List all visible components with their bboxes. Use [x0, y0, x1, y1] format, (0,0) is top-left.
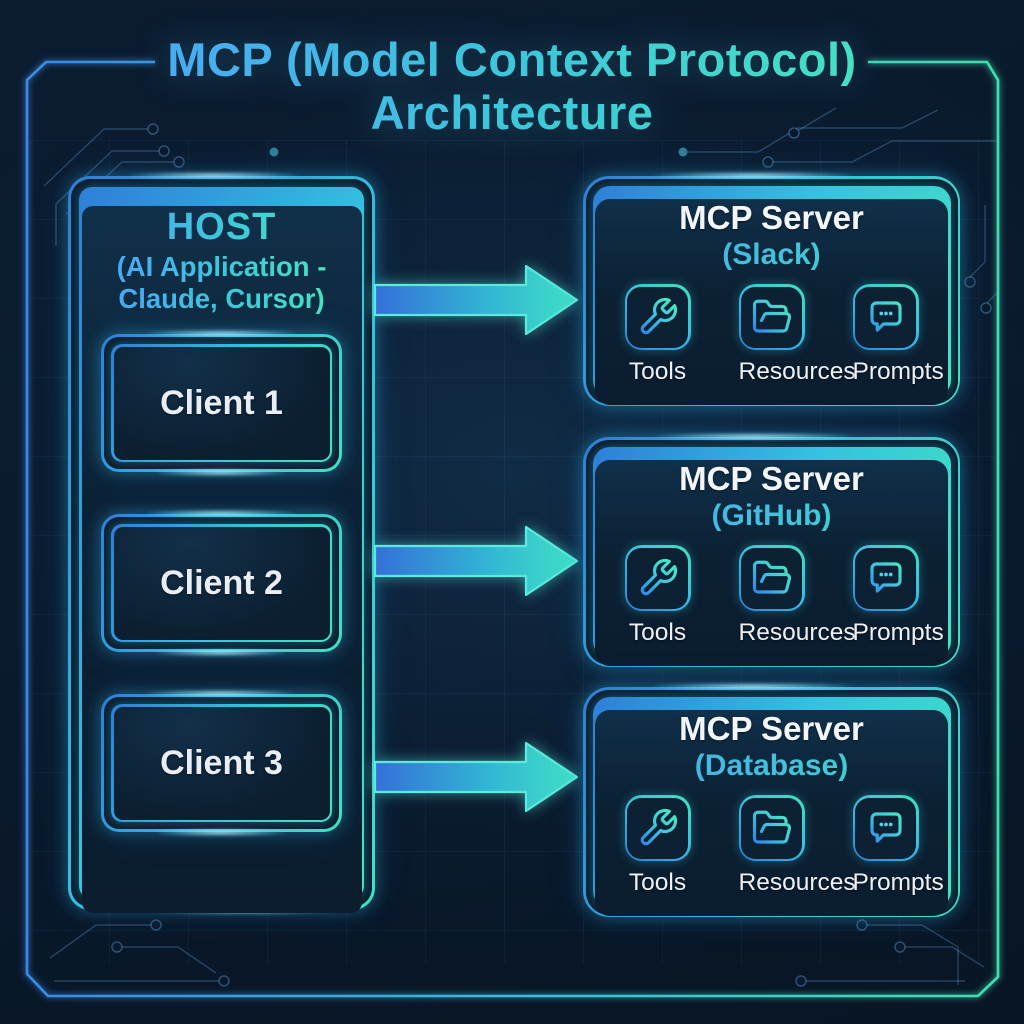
feature-label: Tools — [628, 619, 687, 646]
folder-icon — [751, 296, 793, 338]
folder-icon — [751, 807, 793, 849]
feature-label: Prompts — [852, 619, 944, 646]
chat-bubble-icon — [865, 296, 907, 338]
diagram-title-line2: Architecture — [0, 86, 1024, 139]
tools-tile — [624, 795, 691, 861]
feature-label: Resources — [738, 869, 856, 896]
diagram-title-line1: MCP (Model Context Protocol) — [0, 33, 1024, 86]
feature-prompts: Prompts — [852, 284, 944, 386]
feature-label: Resources — [738, 358, 856, 385]
feature-prompts: Prompts — [852, 795, 944, 897]
feature-label: Prompts — [852, 869, 944, 896]
host-subtitle-line1: (AI Application - — [116, 250, 327, 282]
diagram-title: MCP (Model Context Protocol) Architectur… — [0, 33, 1024, 139]
server-title: MCP Server — [679, 199, 864, 236]
mcp-server-github-box: MCP Server (GitHub) Tools Resources — [583, 433, 960, 667]
client-1-label: Client 1 — [160, 383, 283, 422]
resources-tile — [738, 284, 805, 350]
wrench-icon — [637, 557, 679, 599]
prompts-tile — [852, 795, 919, 861]
arrow-host-to-slack-server — [374, 264, 579, 336]
prompts-tile — [852, 545, 919, 611]
feature-tools: Tools — [624, 795, 691, 897]
feature-label: Tools — [628, 869, 687, 896]
client-1-box: Client 1 — [101, 330, 342, 476]
feature-tools: Tools — [624, 284, 691, 386]
folder-icon — [751, 557, 793, 599]
host-subtitle-line2: Claude, Cursor) — [118, 282, 325, 314]
wrench-icon — [637, 296, 679, 338]
prompts-tile — [852, 284, 919, 350]
host-title: HOST — [82, 206, 362, 249]
host-subtitle: (AI Application - Claude, Cursor) — [82, 251, 362, 316]
client-3-box: Client 3 — [101, 690, 342, 836]
arrow-host-to-database-server — [374, 741, 579, 813]
tools-tile — [624, 284, 691, 350]
feature-resources: Resources — [738, 795, 856, 897]
mcp-server-slack-box: MCP Server (Slack) Tools Resources — [583, 172, 960, 406]
resources-tile — [738, 795, 805, 861]
server-features: Tools Resources Prompts — [595, 795, 948, 897]
feature-tools: Tools — [624, 545, 691, 647]
server-subtitle: (Database) — [595, 749, 948, 783]
feature-resources: Resources — [738, 284, 856, 386]
feature-prompts: Prompts — [852, 545, 944, 647]
server-subtitle: (GitHub) — [595, 499, 948, 533]
mcp-server-database-box: MCP Server (Database) Tools Resources — [583, 683, 960, 917]
chat-bubble-icon — [865, 557, 907, 599]
arrow-host-to-github-server — [374, 525, 579, 597]
resources-tile — [738, 545, 805, 611]
server-title: MCP Server — [679, 460, 864, 497]
client-2-label: Client 2 — [160, 563, 283, 602]
tools-tile — [624, 545, 691, 611]
server-subtitle: (Slack) — [595, 238, 948, 272]
server-title: MCP Server — [679, 710, 864, 747]
feature-label: Prompts — [852, 358, 944, 385]
feature-resources: Resources — [738, 545, 856, 647]
server-features: Tools Resources Prompts — [595, 545, 948, 647]
chat-bubble-icon — [865, 807, 907, 849]
client-2-box: Client 2 — [101, 510, 342, 656]
feature-label: Resources — [738, 619, 856, 646]
feature-label: Tools — [628, 358, 687, 385]
wrench-icon — [637, 807, 679, 849]
client-3-label: Client 3 — [160, 743, 283, 782]
server-features: Tools Resources Prompts — [595, 284, 948, 386]
